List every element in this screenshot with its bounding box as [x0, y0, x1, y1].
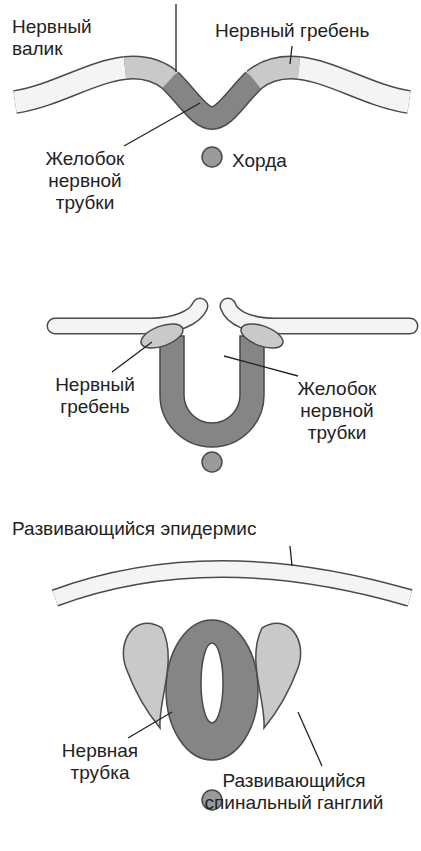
part-label: Развивающийся спинальный ганглий — [178, 770, 410, 814]
notochord — [202, 452, 222, 472]
leader-line — [298, 712, 322, 766]
ectoderm — [15, 68, 125, 102]
epidermis — [55, 569, 410, 598]
neural-tube — [166, 620, 258, 760]
ectoderm — [228, 306, 410, 326]
plate-edge — [15, 68, 125, 102]
neural-crest — [125, 68, 170, 80]
leader-line — [128, 712, 172, 738]
part-label: Нервная трубка — [50, 740, 150, 784]
leader-line — [112, 342, 152, 372]
neural-canal — [201, 643, 223, 723]
part-label: Нервный гребень — [215, 20, 415, 42]
neural-groove — [160, 336, 264, 447]
leader-line — [175, 4, 176, 72]
part-label: Хорда — [232, 150, 332, 172]
ectoderm-outline — [228, 306, 410, 326]
ectoderm — [55, 306, 200, 326]
plate-edge — [299, 68, 409, 102]
leader-lines — [112, 4, 322, 766]
leader-line — [224, 356, 298, 376]
notochord — [202, 147, 222, 167]
part-label: Желобок нервной трубки — [30, 148, 140, 214]
part-label: Нервный валик — [12, 16, 122, 60]
spinal-ganglion — [123, 623, 168, 728]
leader-line — [124, 103, 200, 146]
part-label: Развивающийся эпидермис — [12, 518, 412, 540]
neural-crest — [254, 68, 299, 80]
leader-line — [290, 46, 292, 64]
spinal-ganglion — [256, 623, 301, 728]
neural-crest — [238, 319, 286, 353]
part-label: Нервный гребень — [40, 374, 150, 418]
plate-edge — [254, 68, 299, 80]
plate-edge — [125, 68, 170, 80]
ectoderm-folds — [55, 306, 410, 326]
ectoderm — [299, 68, 409, 102]
neural-plate — [15, 68, 409, 118]
part-label: Желобок нервной трубки — [282, 378, 392, 444]
ectoderm-outline — [55, 306, 200, 326]
plate-outline — [15, 68, 409, 118]
epidermis-outline — [55, 569, 410, 598]
leader-line — [290, 546, 292, 566]
